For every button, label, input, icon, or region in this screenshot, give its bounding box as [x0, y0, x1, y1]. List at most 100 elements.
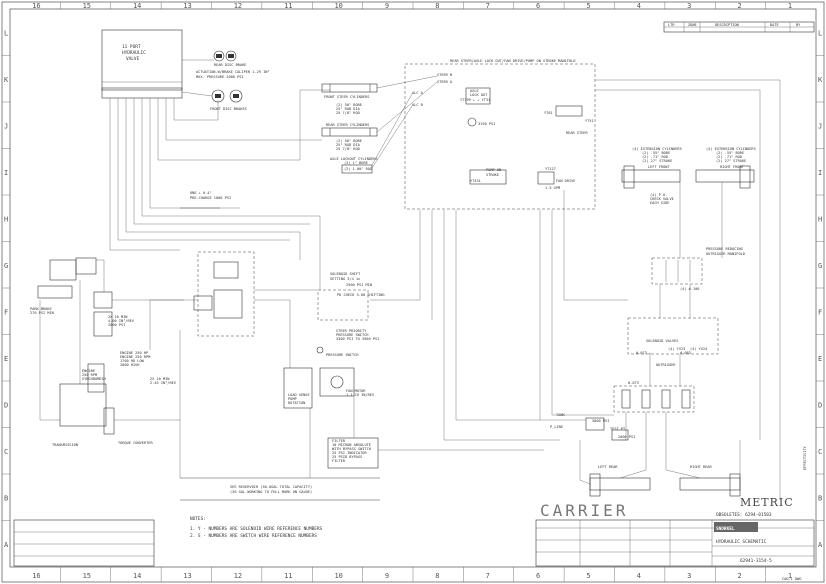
- zone-label-row: C: [818, 448, 822, 456]
- svg-text:3300 PSI TO 3500 PSI: 3300 PSI TO 3500 PSI: [336, 337, 379, 341]
- svg-text:2X 10 MIN: 2X 10 MIN: [108, 315, 127, 319]
- rev-col-description: DESCRIPTION: [715, 23, 739, 27]
- svg-text:WITH BYPASS SWITCH: WITH BYPASS SWITCH: [332, 447, 371, 451]
- svg-text:OUTRIGGER: OUTRIGGER: [656, 363, 676, 367]
- svg-text:(2) 1.00" ROD: (2) 1.00" ROD: [344, 167, 372, 171]
- svg-text:RIGHT REAR: RIGHT REAR: [690, 465, 712, 469]
- svg-text:PRESSURE REDUCING: PRESSURE REDUCING: [706, 247, 743, 251]
- axle-lockout-title: AXLE LOCKOUT CYLINDERS: [330, 157, 378, 161]
- zone-label-row: E: [818, 355, 822, 363]
- zone-label-row: A: [4, 541, 9, 549]
- zone-label-col: 14: [133, 2, 141, 10]
- svg-text:PD CHECK 3.00 SHIFTING: PD CHECK 3.00 SHIFTING: [337, 293, 385, 297]
- zone-label-col: 13: [183, 572, 191, 580]
- extension-cylinders-left: (4) EXTENSION CYLINDERS (2) .55" BORE (2…: [621, 147, 682, 189]
- rear-steer-title: REAR STEER CYLINDERS: [326, 123, 369, 127]
- svg-text:SYNCHROMESH: SYNCHROMESH: [82, 377, 106, 381]
- drawing-title: HYDRAULIC SCHEMATIC: [716, 539, 767, 545]
- pressure-switch: PRESSURE SWITCH: [316, 346, 358, 357]
- fan-motor: FAN MOTOR 1.1 CU IN/REV: [319, 367, 375, 397]
- svg-text:RIGHT FRONT: RIGHT FRONT: [720, 165, 745, 169]
- zone-label-row: D: [4, 401, 8, 409]
- svg-text:10 MICRON ABSOLUTE: 10 MICRON ABSOLUTE: [332, 443, 371, 447]
- svg-text:FILTER: FILTER: [332, 439, 346, 443]
- svg-text:(4) YV24: (4) YV24: [690, 347, 707, 351]
- zone-label-col: 1: [788, 572, 792, 580]
- zone-label-col: 8: [435, 2, 439, 10]
- zone-label-row: K: [4, 76, 9, 84]
- transmission-label: TRANSMISSION: [52, 443, 78, 447]
- zone-label-col: 2: [737, 2, 741, 10]
- svg-text:(2) .71" ROD: (2) .71" ROD: [642, 155, 668, 159]
- zone-label-row: B: [4, 494, 8, 502]
- rear-steer-manifold: REAR STEER/AXLE LOCK OUT/FAN DRIVE/PUMP …: [404, 59, 596, 210]
- zone-label-row: K: [818, 76, 823, 84]
- svg-text:(2) .55" BORE: (2) .55" BORE: [642, 151, 670, 155]
- title-block: SNORKEL HYDRAULIC SCHEMATIC 62941-3154-5…: [535, 519, 815, 581]
- svg-text:ALC B: ALC B: [412, 103, 423, 107]
- svg-text:ENGINE 250 HP: ENGINE 250 HP: [120, 351, 148, 355]
- svg-text:LEFT REAR: LEFT REAR: [598, 465, 618, 469]
- revision-block: LTR ZONE DESCRIPTION DATE BY: [663, 21, 815, 33]
- rear-disc-brake: REAR DISC BRAKE: [213, 50, 246, 67]
- svg-text:YT431: YT431: [470, 179, 481, 183]
- svg-text:ENGINE 250 RPM: ENGINE 250 RPM: [120, 355, 151, 359]
- zone-label-col: 5: [586, 2, 590, 10]
- zone-label-col: 5: [586, 572, 590, 580]
- svg-text:CHECK VALVE: CHECK VALVE: [650, 197, 674, 201]
- left-rear-cylinder: LEFT REAR: [589, 465, 651, 497]
- zone-label-row: D: [818, 401, 822, 409]
- svg-text:2.45 IN³/REV: 2.45 IN³/REV: [150, 381, 177, 385]
- front-steer-cylinders: FRONT STEER CYLINDERS (2) 50" BORE 25" R…: [321, 83, 378, 115]
- svg-text:2X 10 MIN: 2X 10 MIN: [150, 377, 169, 381]
- svg-text:LEFT FRONT: LEFT FRONT: [648, 165, 670, 169]
- svg-text:3150 PSI: 3150 PSI: [478, 122, 495, 126]
- zone-label-row: G: [4, 262, 8, 270]
- obsoletes-label: OBSOLETES: 6294-01503: [716, 512, 772, 518]
- zone-label-row: A: [818, 541, 823, 549]
- zone-label-row: E: [4, 355, 8, 363]
- svg-text:25 PSI INDICATOR: 25 PSI INDICATOR: [332, 451, 367, 455]
- svg-text:25" ROD DIA: 25" ROD DIA: [336, 143, 361, 147]
- svg-text:STEER B: STEER B: [437, 73, 452, 77]
- brake-caliper-line1: ACTUATION-W/BRAKE CALIPER 1.29 IN²: [196, 70, 270, 74]
- reservoir: SEE RESERVOIR (50.0GAL TOTAL CAPACITY) (…: [180, 477, 380, 501]
- svg-text:(36 GAL WORKING TO FULL MARK O: (36 GAL WORKING TO FULL MARK ON GAUGE): [230, 490, 312, 494]
- zone-label-col: 7: [486, 572, 490, 580]
- svg-text:(2) 50" BORE: (2) 50" BORE: [336, 103, 362, 107]
- extension-cylinders-right: (4) EXTENSION CYLINDERS (2) .55" BORE (2…: [695, 147, 756, 189]
- accumulator: ONE + 0.4" PRE-CHARGE 1000 PSI: [180, 191, 231, 209]
- zone-label-col: 8: [435, 572, 439, 580]
- svg-text:STEER PRIORITY: STEER PRIORITY: [336, 329, 367, 333]
- svg-text:PUMP: PUMP: [288, 397, 297, 401]
- main-valve-stack: SOLENOID SHIFT SETTING 3/4 in 2500 PSI M…: [193, 251, 385, 341]
- zone-label-row: L: [4, 29, 8, 37]
- svg-text:PRE-CHARGE 1000 PSI: PRE-CHARGE 1000 PSI: [190, 196, 231, 200]
- svg-text:2000 PSI: 2000 PSI: [618, 435, 635, 439]
- zone-label-row: I: [4, 169, 8, 177]
- zone-label-col: 9: [385, 572, 389, 580]
- zone-label-row: F: [818, 308, 822, 316]
- svg-text:1700 HD LOW: 1700 HD LOW: [120, 359, 145, 363]
- svg-text:(2) .71" ROD: (2) .71" ROD: [716, 155, 742, 159]
- svg-text:1.1 CU IN/REV: 1.1 CU IN/REV: [346, 393, 375, 397]
- zone-label-col: 3: [687, 2, 691, 10]
- zone-label-col: 12: [234, 572, 242, 580]
- svg-text:#.083: #.083: [680, 351, 691, 355]
- front-disc-brakes: FRONT DISC BRAKES: [210, 89, 247, 111]
- rear-steer-cylinders: REAR STEER CYLINDERS (2) 50" BORE 25" RO…: [321, 123, 378, 151]
- rev-col-zone: ZONE: [688, 23, 697, 27]
- zone-label-col: 11: [284, 572, 292, 580]
- svg-text:SOLENOID VALVES: SOLENOID VALVES: [646, 339, 678, 343]
- svg-text:YT799 ← → YT31: YT799 ← → YT31: [460, 98, 490, 102]
- zone-label-col: 3: [687, 572, 691, 580]
- metric-label: METRIC: [740, 496, 794, 509]
- approval-block: [13, 519, 155, 567]
- zone-label-col: 14: [133, 572, 141, 580]
- zone-label-row: J: [818, 122, 822, 130]
- svg-text:(2) 27" STROKE: (2) 27" STROKE: [716, 159, 746, 163]
- zone-label-row: L: [818, 29, 822, 37]
